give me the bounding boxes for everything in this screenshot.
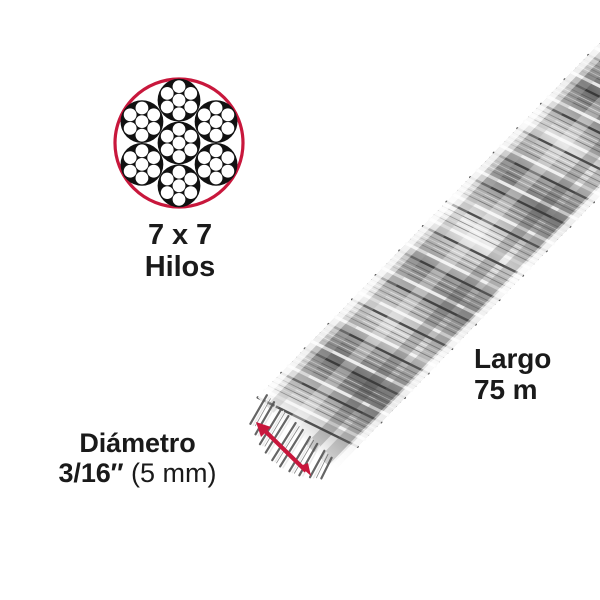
diameter-label: Diámetro 3/16″ (5 mm) [0, 428, 275, 488]
diameter-value-line: 3/16″ (5 mm) [0, 458, 275, 488]
length-title-text: Largo [474, 343, 552, 374]
wire-rope-cross-section-icon [112, 76, 246, 210]
length-label: Largo 75 m [474, 343, 551, 406]
diameter-measure-arrow-icon [240, 408, 330, 490]
length-value-text: 75 m [474, 374, 538, 406]
strands-count-text: 7 x 7 [148, 219, 212, 251]
diameter-title-text: Diámetro [79, 428, 196, 458]
strands-label: 7 x 7 Hilos [0, 219, 360, 284]
strand-cluster-group [120, 78, 238, 208]
diameter-value-imperial-text: 3/16″ [58, 458, 124, 489]
strands-unit-text: Hilos [144, 251, 216, 284]
diameter-value-metric-text: (5 mm) [123, 458, 217, 489]
